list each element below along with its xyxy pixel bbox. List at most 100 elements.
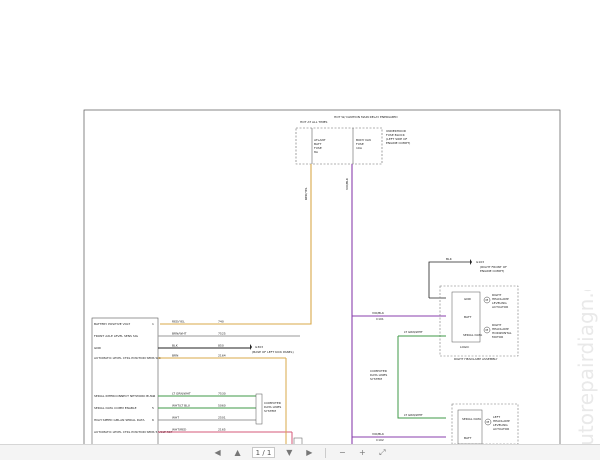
block-label-l3: (LEFT SIDE OF [386, 137, 408, 141]
hot-w-relay-label: HOT W/ IGNITION MAIN RELAY ENERGIZED [334, 115, 398, 119]
right-motor-l2: HEADLAMP [492, 327, 509, 331]
module-pin-wire-label: RED/YEL [172, 320, 185, 324]
module-pin-number: 5 [152, 406, 154, 410]
module-pin-label: HIGH SPEED GMLAN SERIAL DATA [94, 418, 145, 422]
next-page-icon[interactable]: ▶ [306, 448, 313, 457]
left-act-l1: LEFT [493, 415, 500, 419]
motor-m-2: M [486, 328, 489, 332]
module-pin-label: GND [94, 346, 102, 350]
g103-wire-label: BLK [446, 257, 453, 261]
connector-c102: C102 [376, 438, 384, 442]
left-act-l2: HEADLAMP [493, 419, 510, 423]
left-term-batt: BATT [464, 436, 472, 440]
right-data-wire-label: LT GRN/WHT [404, 330, 423, 334]
watermark-text: autorepairdiagn.com [576, 290, 598, 458]
module-pin-label: BATTERY POSITIVE VOLT [94, 322, 130, 326]
motor-m-3: M [487, 420, 490, 424]
module-pin-wire-label: BRN/WHT [172, 332, 187, 336]
module-pin-number: 1 [152, 322, 154, 326]
left-data-wire-label: LT GRN/WHT [404, 413, 423, 417]
left-act-l3: LEVELING [493, 423, 508, 427]
fuse-left-l1: ATLANT [314, 138, 326, 142]
fuse-left-l3: FUSE [314, 146, 322, 150]
block-label-l1: UNDERHOOD [386, 129, 407, 133]
g303-location: (BASE OF LEFT KICK PANEL) [252, 350, 294, 354]
zoom-out-button[interactable]: − [339, 448, 346, 457]
module-pin-number: 4 [152, 394, 154, 398]
module-pin-wire-label: LT GRN/WHT [172, 392, 191, 396]
module-cdl-l2: DATA LINES [264, 405, 281, 409]
vio-blk-wire-label: VIO/BLK [345, 177, 349, 190]
module-cdl-l3: SYSTEM [264, 409, 276, 413]
prev-page-icon[interactable]: ◀ [214, 448, 221, 457]
g303-label: G303 [255, 345, 263, 349]
watermark: autorepairdiagn.com [576, 290, 598, 458]
right-motor-l4: MOTOR [492, 335, 503, 339]
left-term-data: SERIAL DATA [462, 417, 482, 421]
module-pin-wire-label: WHT/LT BLU [172, 404, 190, 408]
module-cdl-box: COMPUTER DATA LINES SYSTEM [255, 393, 281, 425]
cdl-label-l2: DATA LINES [370, 373, 387, 377]
data-line-trunk [397, 336, 446, 419]
module-pin-wire-label: WHT [172, 416, 179, 420]
right-term-data: SERIAL DATA [463, 333, 483, 337]
g103-location-l2: ENGINE COMPT) [480, 269, 504, 273]
module-pin-row: BATTERY POSITIVE VOLT 1 RED/YEL 740 [94, 320, 224, 327]
right-logic-label: LOGIC [460, 345, 469, 349]
g103-location-l1: (RIGHT FRONT OF [480, 265, 507, 269]
block-label-l2: FUSE BLOCK [386, 133, 406, 137]
cdl-label-l1: COMPUTER [370, 369, 387, 373]
module-pin-circuit: 2164 [218, 354, 226, 358]
module-pin-row: SERIAL INTERCONNECT NETWORK BUS 44 LT GRN… [94, 392, 256, 398]
fuse-block-box [295, 127, 383, 165]
right-term-gnd: GND [464, 297, 472, 301]
red-yel-wire [160, 164, 312, 325]
fullscreen-icon[interactable]: ⤢ [379, 447, 386, 457]
red-yel-wire-label: RED/YEL [304, 187, 308, 200]
zoom-in-button[interactable]: + [359, 448, 366, 457]
left-batt-wire-label: VIO/BLK [372, 432, 385, 436]
right-act-l1: RIGHT [492, 293, 502, 297]
right-act-l3: LEVELING [492, 301, 507, 305]
down-icon[interactable]: ▼ [286, 448, 293, 457]
ground-g303: G303 (BASE OF LEFT KICK PANEL) [250, 344, 294, 354]
up-icon[interactable]: ▲ [234, 448, 241, 457]
module-pin-label: AUTOMATIC LEVEL CTRL POSITION SENS 5 VOL… [94, 430, 173, 434]
module-pin-row: SERIAL DATA COMM ENABLE 5 WHT/LT BLU 5060 [94, 404, 256, 410]
block-label-l4: ENGINE COMPT) [386, 141, 410, 145]
right-headlamp-assembly: GND BATT SERIAL DATA M RIGHT HEADLAMP LE… [439, 285, 519, 361]
module-pin-circuit: 740 [218, 320, 224, 324]
right-logic-box [451, 291, 481, 343]
page-current: 1 [255, 448, 261, 457]
right-batt-wire-label: VIO/BLK [372, 311, 385, 315]
cdl-label-l3: SYSTEM [370, 377, 382, 381]
right-motor-l1: RIGHT [492, 323, 502, 327]
module-pin-label: FRONT AXLE LEVEL SENS SIG [94, 334, 139, 338]
pdf-toolbar: ◀ ▲ 1 / 1 ▼ ▶ − + ⤢ [0, 444, 600, 460]
module-pin-label: SERIAL DATA COMM ENABLE [94, 406, 137, 410]
left-headlamp-actuator: SERIAL DATA BATT M LEFT HEADLAMP LEVELIN… [451, 403, 519, 445]
right-act-l4: ACTUATOR [492, 305, 508, 309]
module-pin-wire-label: WHT/RED [172, 428, 187, 432]
toolbar-separator [325, 447, 327, 458]
left-actuator-motor-icon [484, 418, 492, 426]
module-pin-label: AUTOMATIC LEVEL CTRL POSITION SENS SIG [94, 356, 161, 360]
hot-at-all-times-label: HOT AT ALL TIMES [300, 120, 328, 124]
right-motor-l3: HORIZONTAL [492, 331, 512, 335]
page-indicator[interactable]: 1 / 1 [251, 447, 276, 458]
fuse-left-l4: 8A [314, 150, 319, 154]
module-pin-number: 6 [152, 418, 154, 422]
ground-g103: BLK G103 (RIGHT FRONT OF ENGINE COMPT) [428, 257, 507, 299]
module-pin-circuit: 5060 [218, 404, 226, 408]
right-assembly-label: RIGHT HEADLAMP ASSEMBLY [454, 357, 498, 361]
module-pin-circuit: 2165 [218, 428, 226, 432]
module-cdl-l1: COMPUTER [264, 401, 281, 405]
fuse-right-l1: BODY IGN [356, 138, 371, 142]
module-pin-label: SERIAL INTERCONNECT NETWORK BUS 4 [94, 394, 155, 398]
module-pin-row: AUTOMATIC LEVEL CTRL POSITION SENS SIGBR… [94, 354, 286, 360]
g103-label: G103 [476, 260, 484, 264]
